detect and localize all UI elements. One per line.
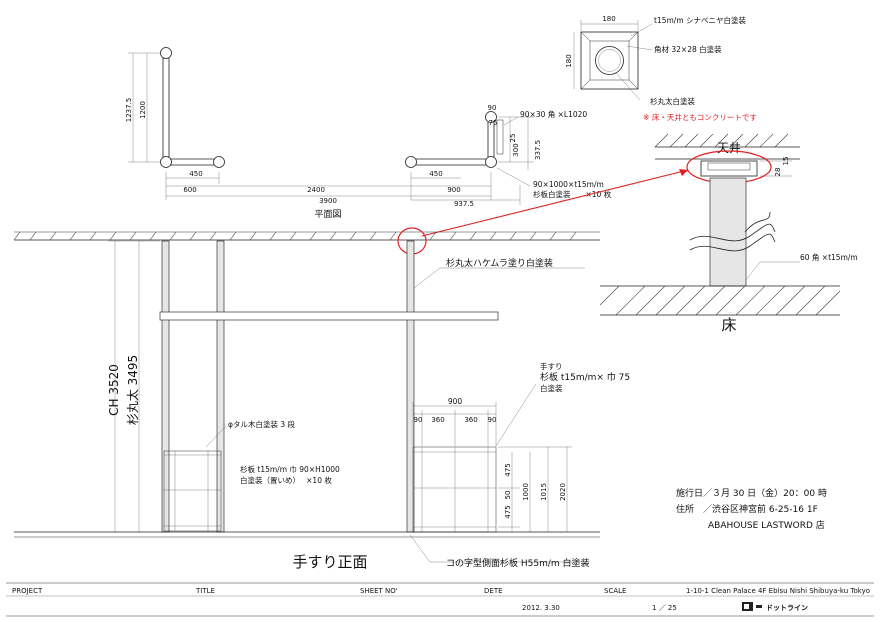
plan-post-left-right [213, 156, 225, 168]
info-block: 施行日／３月 30 日（金）20：00 時 住所 ／渋谷区神宮前 6-25-16… [676, 487, 827, 531]
plan-label-board-2: 杉板白塗装 ×10 枚 [533, 189, 612, 199]
elev-label-boards-2: 白塗装（置いめ） ×10 枚 [240, 475, 332, 485]
plan-dim-75: 75 [489, 119, 498, 127]
elev-dim-50: 50 [504, 491, 512, 500]
detail-cap [700, 160, 758, 177]
detail-dim-180-h: 180 [565, 54, 573, 67]
tb-logo [742, 602, 762, 611]
tb-date-value: 2012. 3.30 [522, 604, 560, 612]
plan-dim-90: 90 [488, 104, 497, 112]
elev-label-boards-1: 杉板 t15m/m 巾 90×H1000 [240, 464, 340, 474]
tb-scale: SCALE [604, 587, 626, 595]
elev-dim-90b: 90 [488, 416, 497, 424]
title-block: PROJECT TITLE SHEET NO' DETE SCALE 1-10-… [6, 582, 874, 617]
plan-dim-900: 900 [447, 186, 460, 194]
detail-view: 180 180 t15m/m シナベニヤ白塗装 角材 32×28 白塗装 杉丸太… [565, 15, 858, 334]
detail-label-60: 60 角 ×t15m/m [800, 252, 858, 262]
plan-dim-2400: 2400 [307, 186, 325, 194]
plan-dim-450-right: 450 [429, 170, 442, 178]
detail-log-column [709, 177, 747, 287]
plan-dim-300: 300 [512, 143, 520, 156]
elev-dim-900: 900 [448, 397, 463, 406]
plan-post-right-top [485, 111, 497, 123]
elev-label-handrail-1: 手すり [540, 361, 563, 371]
plan-post-right-left [405, 156, 417, 168]
plan-dim-1237: 1237.5 [125, 98, 133, 123]
plan-dim-337: 337.5 [534, 140, 542, 160]
plan-label-board-1: 90×1000×t15m/m [533, 180, 604, 189]
elev-label-handrail-2: 杉板 t15m/m× 巾 75 [540, 371, 630, 383]
elev-dim-1015: 1015 [540, 483, 548, 501]
tb-project: PROJECT [12, 587, 43, 595]
plan-post-left-bottom [160, 156, 172, 168]
tb-company: ドットライン [766, 604, 808, 612]
plan-label-rail: 90×30 角 ×L1020 [520, 109, 587, 119]
elev-log-height: 杉丸太 3495 [125, 355, 140, 425]
plan-dim-937: 937.5 [454, 200, 474, 208]
elev-post-2 [216, 240, 225, 533]
elev-dim-360b: 360 [464, 416, 477, 424]
detail-floor-label: 床 [721, 316, 736, 334]
elev-fence-left [163, 450, 222, 532]
plan-dim-3900: 3900 [319, 197, 337, 205]
elev-label-channel: コの字型側面杉板 H55m/m 白塗装 [446, 557, 590, 569]
detail-label-log: 杉丸太白塗装 [650, 96, 695, 106]
plan-view: 1237.5 1200 450 600 2400 450 900 3900 93… [125, 47, 612, 220]
tb-company-address: 1-10-1 Clean Palace 4F Ebisu Nishi Shibu… [686, 587, 870, 595]
elev-ceiling-hatch [13, 231, 577, 241]
tb-sheet-no: SHEET NO' [360, 587, 398, 595]
callout-arrow [421, 169, 689, 237]
ceiling-hatch [654, 133, 789, 148]
plan-dim-600: 600 [183, 186, 196, 194]
detail-note-concrete: ※ 床・天井ともコンクリートです [643, 112, 757, 122]
plan-title: 平面図 [314, 209, 341, 220]
elev-beam [159, 311, 499, 321]
tb-sheet-value: 1 ／ 25 [652, 604, 677, 612]
info-address: 住所 ／渋谷区神宮前 6-25-16 1F [676, 503, 818, 515]
detail-log-section [595, 46, 624, 75]
elev-label-log-finish: 杉丸太ハケムラ塗り白塗装 [446, 257, 553, 269]
elev-dim-360a: 360 [431, 416, 444, 424]
elevation-view: CH 3520 杉丸太 3495 杉丸太ハケムラ塗り白塗装 φタル木白塗装 3 … [13, 227, 630, 571]
elev-label-dowel: φタル木白塗装 3 段 [228, 419, 295, 429]
elev-post-1 [161, 240, 170, 533]
elev-dim-475a: 475 [504, 463, 512, 476]
detail-label-square: 角材 32×28 白塗装 [654, 44, 722, 54]
info-date: 施行日／３月 30 日（金）20：00 時 [676, 487, 827, 499]
elev-dim-90a: 90 [414, 416, 423, 424]
elev-label-handrail-3: 白塗装 [540, 383, 563, 393]
detail-dim-180-w: 180 [602, 15, 615, 23]
info-store: ABAHOUSE LASTWORD 店 [708, 519, 825, 531]
elev-fence-right [412, 446, 497, 533]
plan-dim-25: 25 [509, 134, 517, 143]
elev-ch: CH 3520 [107, 364, 121, 416]
plan-post-right-corner [485, 156, 497, 168]
floor-hatch [599, 285, 841, 316]
detail-label-plywood: t15m/m シナベニヤ白塗装 [654, 15, 747, 25]
elev-dim-1000: 1000 [522, 483, 530, 501]
detail-dim-28: 28 [774, 168, 782, 177]
elev-dim-2020: 2020 [559, 483, 567, 501]
detail-ceiling-label: 天井 [717, 141, 741, 155]
elev-title: 手すり正面 [292, 553, 367, 571]
tb-dete: DETE [484, 587, 503, 595]
plan-dim-1200: 1200 [139, 101, 147, 119]
plan-post-left-top [160, 47, 172, 59]
tb-title: TITLE [195, 587, 215, 595]
plan-dim-450-left: 450 [189, 170, 202, 178]
elev-dim-475b: 475 [504, 505, 512, 518]
